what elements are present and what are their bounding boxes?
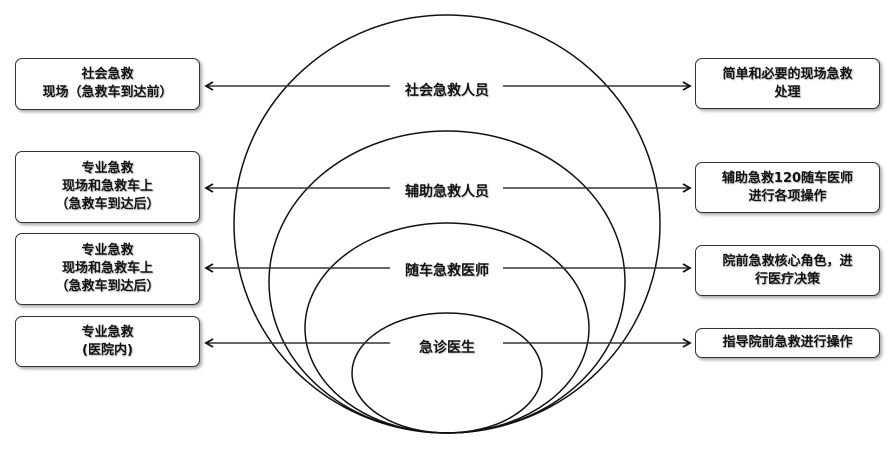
box-line: 辅助急救120随车医师 [721, 170, 854, 186]
box-line: （急救车到达后） [55, 279, 160, 294]
circle-assistant-rescuers [268, 130, 626, 434]
box-line: 专业急救 [81, 324, 134, 340]
right-box-assist-doctor: 辅助急救120随车医师 进行各项操作 [695, 162, 880, 213]
left-box-social-rescue: 社会急救 现场（急救车到达前） [15, 58, 200, 110]
left-box-professional-rescue-1: 专业急救 现场和急救车上 （急救车到达后） [15, 151, 200, 223]
circle-social-rescuers [233, 14, 661, 434]
right-box-core-role: 院前急救核心角色，进 行医疗决策 [695, 245, 880, 296]
label-social-rescuers: 社会急救人员 [401, 80, 493, 100]
box-line: 简单和必要的现场急救 [722, 66, 853, 82]
label-ambulance-doctors: 随车急救医师 [401, 260, 493, 280]
right-box-simple-first-aid: 简单和必要的现场急救 处理 [695, 58, 880, 109]
label-assistant-rescuers: 辅助急救人员 [401, 181, 493, 201]
circle-emergency-doctors [351, 312, 543, 434]
box-line: 进行各项操作 [748, 188, 827, 204]
box-line: 现场（急救车到达前） [42, 85, 173, 100]
box-line: 专业急救 [81, 161, 134, 176]
left-box-professional-rescue-2: 专业急救 现场和急救车上 （急救车到达后） [15, 233, 200, 305]
box-line: 社会急救 [81, 67, 134, 82]
box-line: 处理 [774, 84, 801, 100]
box-line: 行医疗决策 [754, 271, 820, 287]
box-line: 现场和急救车上 [61, 179, 153, 194]
box-line: 现场和急救车上 [61, 261, 153, 276]
circle-ambulance-doctors [304, 222, 590, 434]
box-line: 指导院前急救进行操作 [722, 335, 853, 350]
right-box-guidance: 指导院前急救进行操作 [695, 328, 880, 358]
box-line: （急救车到达后） [55, 197, 160, 212]
label-emergency-doctors: 急诊医生 [415, 337, 479, 357]
box-line: (医院内) [82, 342, 133, 358]
left-box-in-hospital: 专业急救 (医院内) [15, 316, 200, 367]
box-line: 专业急救 [81, 243, 134, 258]
box-line: 院前急救核心角色，进 [722, 253, 853, 269]
